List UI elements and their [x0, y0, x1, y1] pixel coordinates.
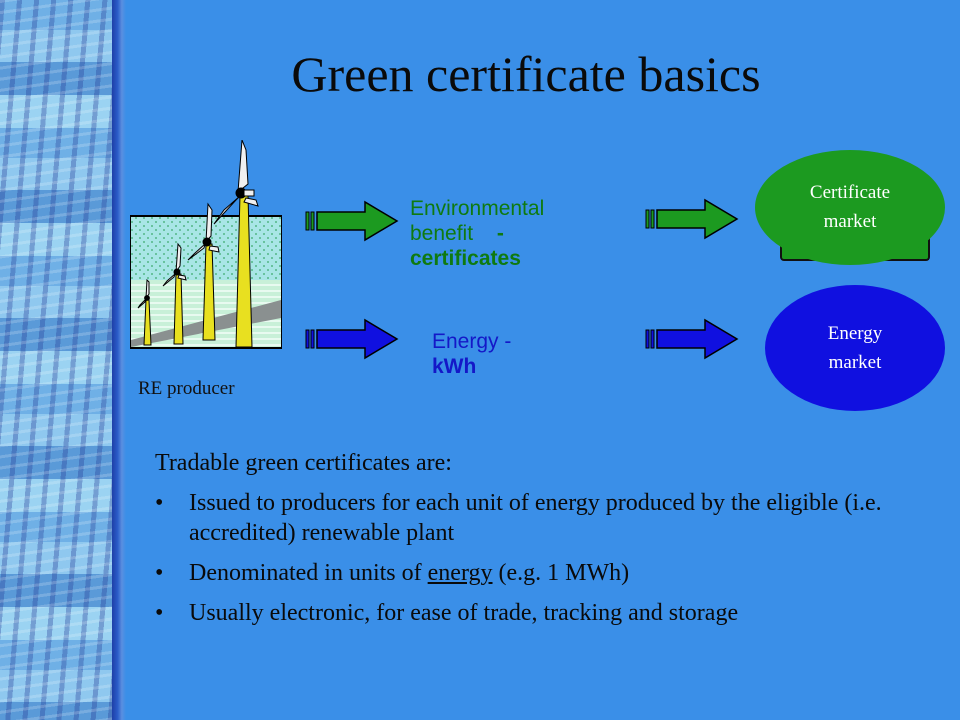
energy-market-label: Energy market	[765, 319, 945, 377]
slide-title: Green certificate basics	[291, 46, 761, 102]
energy-market-line1: Energy	[827, 323, 883, 344]
bullet-text-post: (e.g. 1 MWh)	[492, 560, 630, 586]
bullet-text: Issued to producers for each unit of ene…	[189, 490, 882, 546]
bullet-text-pre: Denominated in units of	[189, 560, 428, 586]
bullet-dot: •	[155, 490, 164, 516]
arrow-right-icon	[645, 318, 739, 360]
list-item: • Usually electronic, for ease of trade,…	[155, 598, 935, 628]
list-item: • Issued to producers for each unit of e…	[155, 488, 935, 548]
list-item: • Denominated in units of energy (e.g. 1…	[155, 558, 935, 588]
env-label-line1: Environmental	[410, 197, 545, 220]
env-label-certificates: certificates	[410, 247, 521, 270]
certificate-market-line1: Certificate	[809, 182, 891, 203]
certificate-market-node: Certificate market	[755, 150, 945, 265]
energy-label-line1: Energy -	[432, 330, 512, 353]
arrow-right-icon	[305, 200, 399, 242]
arrow-right-icon	[645, 198, 739, 240]
decorative-sidebar	[0, 0, 112, 720]
energy-market-line2: market	[828, 352, 882, 373]
intro-text: Tradable green certificates are:	[155, 450, 452, 476]
energy-market-node: Energy market	[765, 285, 945, 411]
env-label-line2: benefit -	[410, 221, 610, 246]
wind-turbine-icon	[130, 140, 282, 349]
energy-label: Energy - kWh	[432, 329, 572, 379]
bullet-text-underlined: energy	[427, 560, 493, 586]
sidebar-edge	[112, 0, 126, 720]
arrow-right-icon	[305, 318, 399, 360]
env-label-dash: -	[496, 222, 504, 245]
env-label-benefit: benefit	[410, 222, 474, 245]
bullet-dot: •	[155, 600, 164, 626]
energy-label-kwh: kWh	[432, 355, 477, 378]
certificate-market-label: Certificate market	[755, 178, 945, 236]
bullet-dot: •	[155, 560, 164, 586]
producer-label: RE producer	[138, 378, 235, 399]
bullet-list: • Issued to producers for each unit of e…	[155, 488, 935, 638]
bullet-text: Usually electronic, for ease of trade, t…	[189, 600, 739, 626]
environmental-benefit-label: Environmental benefit - certificates	[410, 196, 610, 271]
certificate-market-line2: market	[823, 211, 877, 232]
